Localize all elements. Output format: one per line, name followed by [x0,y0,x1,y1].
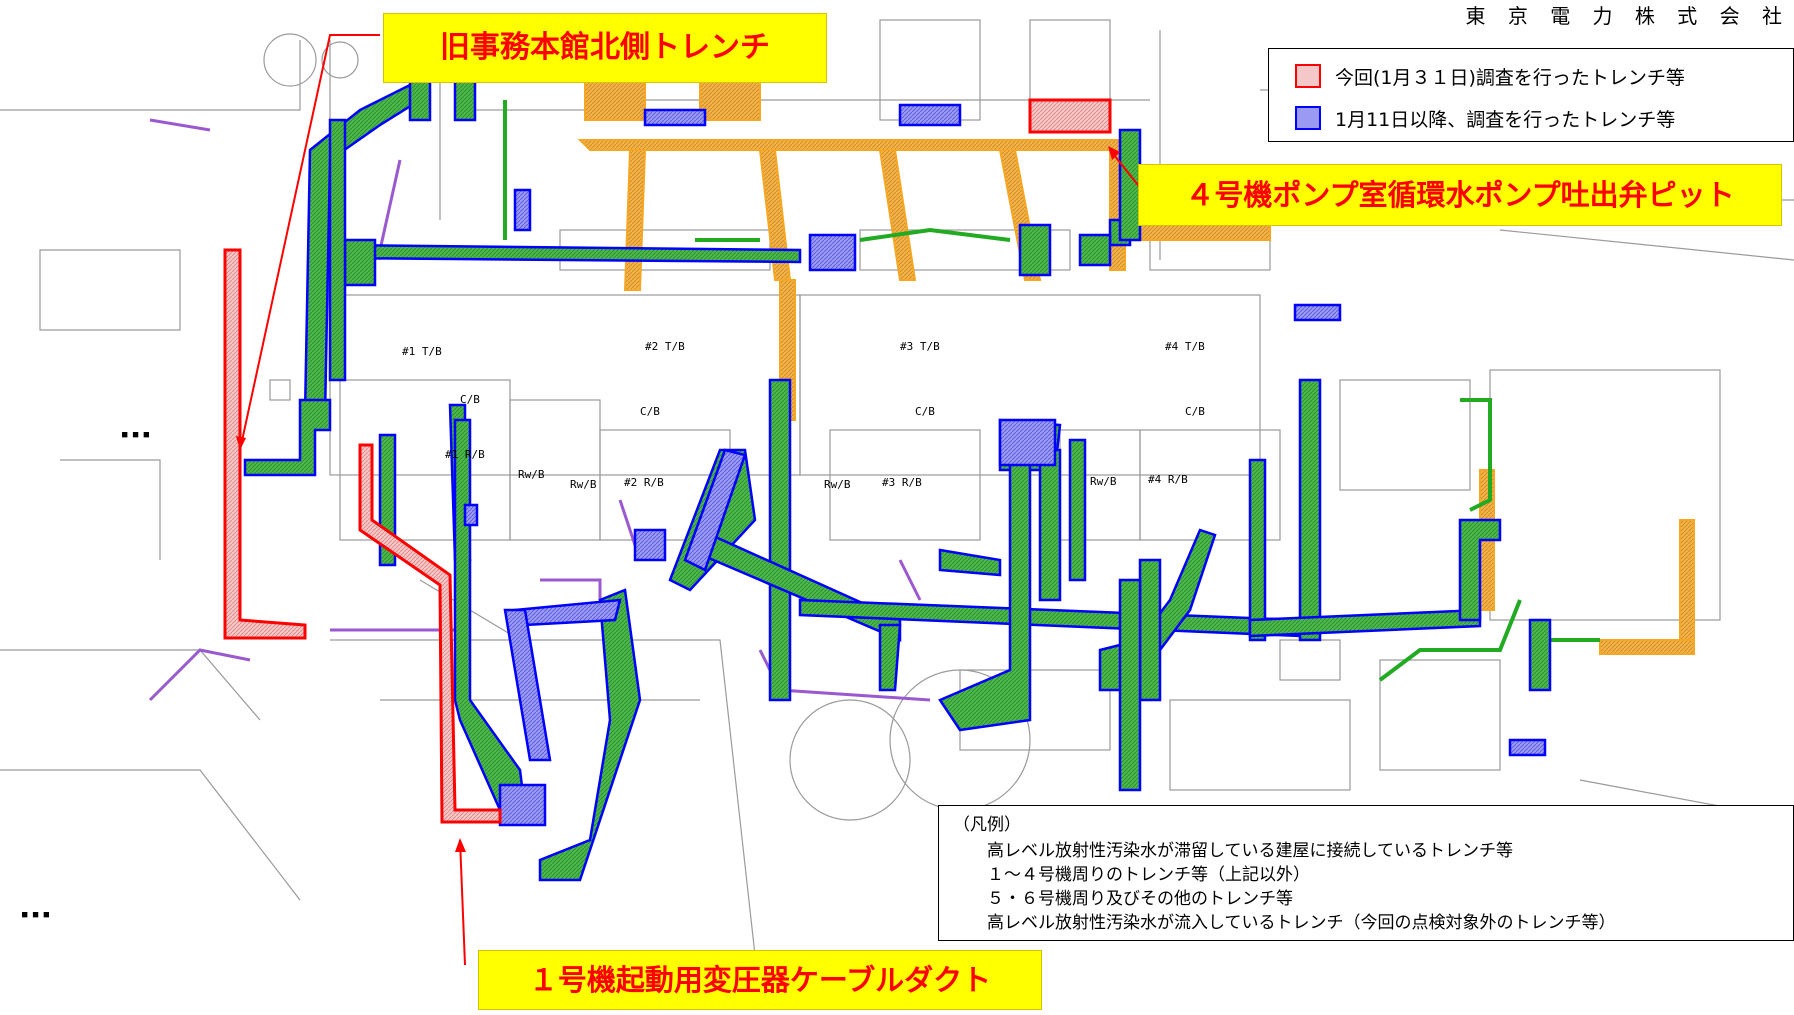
callout-old-office-trench: 旧事務本館北側トレンチ [383,13,827,83]
purple-lines [148,118,931,702]
label-rb3: #3 R/B [882,476,922,489]
callout-unit1-transformer-duct: １号機起動用変圧器ケーブルダクト [478,950,1042,1010]
label-rb4: #4 R/B [1148,473,1188,486]
label-rwb1: Rw/B [518,468,545,481]
trench-type-legend: （凡例） 高レベル放射性汚染水が滞留している建屋に接続しているトレンチ等 １～４… [938,805,1794,941]
legend-item-label: ５・６号機周り及びその他のトレンチ等 [987,888,1293,909]
legend-item-unit1-4: １～４号機周りのトレンチ等（上記以外） [987,860,1310,885]
label-tb2: #2 T/B [645,340,685,353]
red-trenches [223,98,1112,824]
survey-legend: 今回(1月３１日)調査を行ったトレンチ等 1月11日以降、調査を行ったトレンチ等 [1268,48,1794,142]
arrowhead-2 [1108,146,1120,160]
legend-title: （凡例） [953,815,1021,835]
label-rwb3: Rw/B [824,478,851,491]
red-swatch-icon [1295,64,1321,88]
legend-item-high-level: 高レベル放射性汚染水が滞留している建屋に接続しているトレンチ等 [987,836,1513,861]
label-rwb2: Rw/B [570,478,597,491]
legend-item-label: １～４号機周りのトレンチ等（上記以外） [987,864,1310,885]
legend-row-jan11: 1月11日以降、調査を行ったトレンチ等 [1295,103,1675,133]
legend-label-jan31: 今回(1月３１日)調査を行ったトレンチ等 [1335,66,1685,89]
label-tb1: #1 T/B [402,345,442,358]
label-tb3: #3 T/B [900,340,940,353]
dots-bottom: ■ ■ ■ [22,910,50,920]
label-cb4: C/B [1185,405,1205,418]
blue-swatch-icon [1295,106,1321,130]
green-trenches [503,100,1600,682]
blue-patches [463,103,1547,827]
legend-row-jan31: 今回(1月３１日)調査を行ったトレンチ等 [1295,61,1685,91]
legend-item-unit5-6: ５・６号機周り及びその他のトレンチ等 [987,884,1293,909]
legend-item-label: 高レベル放射性汚染水が流入しているトレンチ（今回の点検対象外のトレンチ等） [987,912,1616,933]
label-cb1: C/B [460,393,480,406]
legend-item-label: 高レベル放射性汚染水が滞留している建屋に接続しているトレンチ等 [987,840,1513,861]
arrowhead-3 [455,838,466,852]
label-rwb4: Rw/B [1090,475,1117,488]
dots-left: ■ ■ ■ [122,430,150,440]
label-rb1: #1 R/B [445,448,485,461]
legend-label-jan11: 1月11日以降、調査を行ったトレンチ等 [1335,108,1676,131]
arrowhead-1 [236,436,246,450]
label-cb2: C/B [640,405,660,418]
callout-unit4-pump-pit: ４号機ポンプ室循環水ポンプ吐出弁ピット [1138,164,1782,226]
legend-item-inflow: 高レベル放射性汚染水が流入しているトレンチ（今回の点検対象外のトレンチ等） [987,908,1616,933]
company-name: 東 京 電 力 株 式 会 社 [1465,4,1790,28]
label-cb3: C/B [915,405,935,418]
label-rb2: #2 R/B [624,476,664,489]
label-tb4: #4 T/B [1165,340,1205,353]
